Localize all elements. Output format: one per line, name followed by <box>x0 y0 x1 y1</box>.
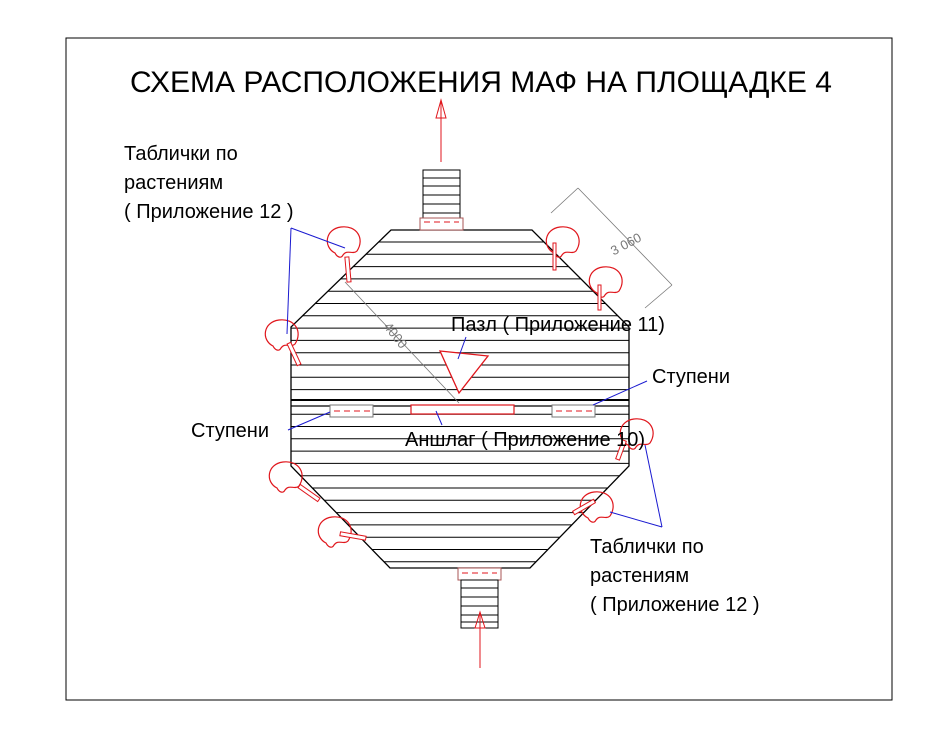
steps-label-right: Ступени <box>652 366 730 388</box>
diagram-title: СХЕМА РАСПОЛОЖЕНИЯ МАФ НА ПЛОЩАДКЕ 4 <box>130 66 832 99</box>
anshlag-label: Аншлаг ( Приложение 10) <box>405 429 645 451</box>
plants-label-top-line3: ( Приложение 12 ) <box>124 201 294 223</box>
top-stairs <box>419 169 464 231</box>
bottom-stairs <box>457 567 502 629</box>
puzzle-object <box>438 350 490 395</box>
platform-planks <box>291 241 629 563</box>
plants-label-bottom: Таблички по растениям ( Приложение 12 ) <box>590 536 760 616</box>
drawing-frame <box>65 37 893 701</box>
leader-lines <box>286 227 663 528</box>
plants-label-bottom-line1: Таблички по <box>590 536 704 558</box>
steps-right <box>551 404 596 418</box>
plants-label-bottom-line2: растениям <box>590 565 689 587</box>
plants-label-top-line1: Таблички по <box>124 143 238 165</box>
dimension-side: 3 060 <box>608 230 644 259</box>
arrow-up-icon <box>435 98 447 162</box>
anshlag-sign <box>410 404 515 415</box>
plants-label-top: Таблички по растениям ( Приложение 12 ) <box>124 143 294 223</box>
octagon-platform <box>290 229 630 569</box>
steps-left <box>329 404 374 418</box>
plants-label-top-line2: растениям <box>124 172 223 194</box>
plant-sign-markers <box>264 226 654 548</box>
puzzle-label: Пазл ( Приложение 11) <box>451 314 665 336</box>
plants-label-bottom-line3: ( Приложение 12 ) <box>590 594 760 616</box>
dimension-lines <box>344 187 673 404</box>
arrow-entry-icon <box>474 610 486 668</box>
steps-label-left: Ступени <box>191 420 269 442</box>
